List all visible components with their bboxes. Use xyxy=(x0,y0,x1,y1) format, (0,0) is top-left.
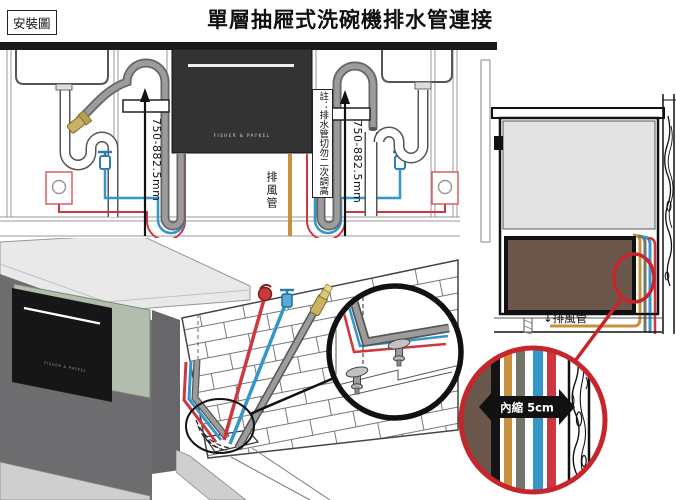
corner-highlight-ellipse xyxy=(612,252,656,304)
bent-pipe-bundle xyxy=(182,359,230,443)
leaning-power-pipe xyxy=(222,283,273,441)
diagram-tag: 安裝圖 xyxy=(7,10,57,35)
dishwasher-front: FISHER & PAYKEL xyxy=(171,48,313,154)
inset-label: 內縮 5cm xyxy=(500,401,554,415)
dishwasher-front-iso: FISHER & PAYKEL xyxy=(12,288,112,402)
brand-text-top: FISHER & PAYKEL xyxy=(214,133,271,139)
leaning-water-pipe xyxy=(228,288,294,445)
stripe-black xyxy=(491,349,500,491)
drain-note-box: 註：排水管切勿二次調高 xyxy=(312,89,333,198)
leveling-foot-2 xyxy=(345,366,369,395)
side-view-panel xyxy=(480,59,676,335)
brass-fitting-left xyxy=(66,110,93,134)
page-title: 單層抽屜式洗碗機排水管連接 xyxy=(207,8,493,32)
detail-circle-border xyxy=(458,345,608,495)
stripe-exhaust xyxy=(504,349,512,491)
floor-lines xyxy=(176,447,331,500)
stripe-stack: 內縮 5cm xyxy=(462,349,604,491)
leveling-leg xyxy=(523,317,533,333)
height-label-left: 750-882.5mm xyxy=(150,118,163,202)
red-valve-ball xyxy=(257,286,273,302)
stripe-water xyxy=(533,349,543,491)
feet-detail-circle xyxy=(326,283,464,421)
drain-hose-right xyxy=(316,61,378,231)
height-arrow-right xyxy=(340,90,350,236)
side-exhaust-label: ↓排風管 xyxy=(543,311,588,325)
height-arrow-left xyxy=(140,88,150,236)
side-base-lines xyxy=(494,313,662,335)
sink-right xyxy=(364,50,453,216)
leveling-foot-1 xyxy=(387,338,411,367)
partition-wall xyxy=(480,59,491,243)
height-label-right: 750-882.5mm xyxy=(351,120,364,204)
brass-fitting-icon xyxy=(309,283,334,316)
drain-note-label: 註：排水管切勿二次調高 xyxy=(317,91,329,196)
sink-strainer-right xyxy=(414,81,432,90)
black-callout-line xyxy=(249,376,335,416)
red-callout-line xyxy=(573,296,624,363)
outlet-left xyxy=(45,154,186,238)
leaning-drain-hose xyxy=(234,283,334,450)
inset-detail-circle: 內縮 5cm xyxy=(458,345,608,495)
blue-faucet-icon xyxy=(280,288,294,308)
floor-wedge xyxy=(0,461,151,500)
service-lines-corner xyxy=(550,233,657,334)
side-drawer-panel xyxy=(502,120,656,230)
cabinet-side-band xyxy=(152,310,180,474)
countertop-bar xyxy=(0,42,497,50)
floor-slab xyxy=(176,449,247,500)
inset-arrow: 內縮 5cm xyxy=(479,389,575,425)
side-handle xyxy=(494,136,503,150)
stripe-power xyxy=(547,349,556,491)
exhaust-duct-label: 排風管 xyxy=(265,171,278,210)
sink-strainer xyxy=(55,83,73,91)
stripe-olive xyxy=(516,349,525,491)
iso-view-panel: FISHER & PAYKEL xyxy=(0,238,251,500)
cross-section-panel: FISHER & PAYKEL xyxy=(0,42,497,238)
wood-wall-strip xyxy=(662,94,676,334)
drain-hose-left xyxy=(66,58,186,231)
hole-callout-circle xyxy=(185,398,255,454)
sink-left xyxy=(15,50,119,217)
